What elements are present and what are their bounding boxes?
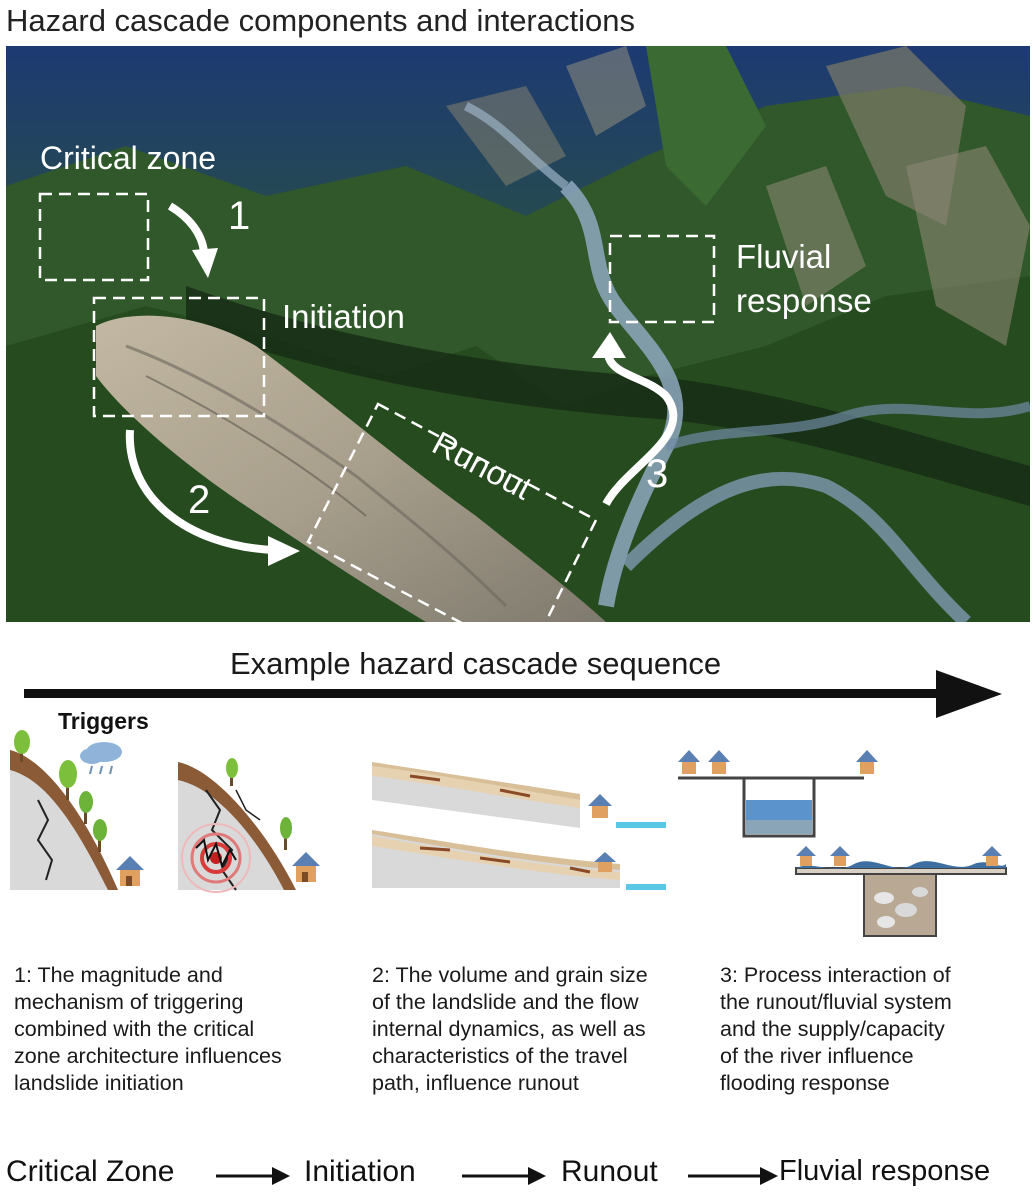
tree-icon [226,758,238,786]
house-icon [594,852,616,872]
step-1-label: 1 [228,194,251,238]
flow-runout: Runout [561,1155,658,1188]
initiation-label: Initiation [282,298,405,335]
sequence-label: Example hazard cascade sequence [230,646,722,681]
house-icon [856,750,878,774]
caption-2: 2: The volume and grain size of the land… [372,963,648,1095]
house-icon [116,856,144,886]
runout-path-illustration [372,762,666,890]
tree-icon [93,819,107,852]
sequence-arrow [24,670,1002,718]
flow-arrow-icon [216,1167,290,1185]
tree-icon [59,760,77,800]
earthquake-trigger-illustration [178,758,320,893]
step-2-label: 2 [188,478,211,522]
house-icon [292,852,320,882]
house-icon [588,794,612,818]
aerial-photo [6,46,1030,622]
house-icon [796,846,816,866]
critical-zone-box [38,192,150,282]
tree-icon [79,791,93,824]
rainfall-trigger-illustration [10,730,144,890]
caption-3: 3: Process interaction of the runout/flu… [720,963,952,1095]
fluvial-label-line2: response [736,282,872,319]
figure-title: Hazard cascade components and interactio… [6,3,635,38]
house-icon [708,750,730,774]
fluvial-channel-illustration [678,750,1007,937]
flow-arrow-icon [462,1167,546,1185]
house-icon [982,846,1002,866]
house-icon [830,846,850,866]
initiation-box [92,296,266,418]
critical-zone-label: Critical zone [40,140,217,176]
flow-fluvial-response: Fluvial response [779,1155,991,1187]
tree-icon [280,817,292,850]
step-3-label: 3 [646,452,669,496]
house-icon [678,750,700,774]
caption-1: 1: The magnitude and mechanism of trigge… [14,963,282,1095]
tree-icon [14,730,30,762]
flow-initiation: Initiation [304,1155,416,1188]
flow-arrow-icon [688,1167,778,1185]
rain-cloud-icon [80,742,122,775]
flow-critical-zone: Critical Zone [6,1155,175,1188]
triggers-label: Triggers [58,708,149,734]
fluvial-label-line1: Fluvial [736,238,832,275]
